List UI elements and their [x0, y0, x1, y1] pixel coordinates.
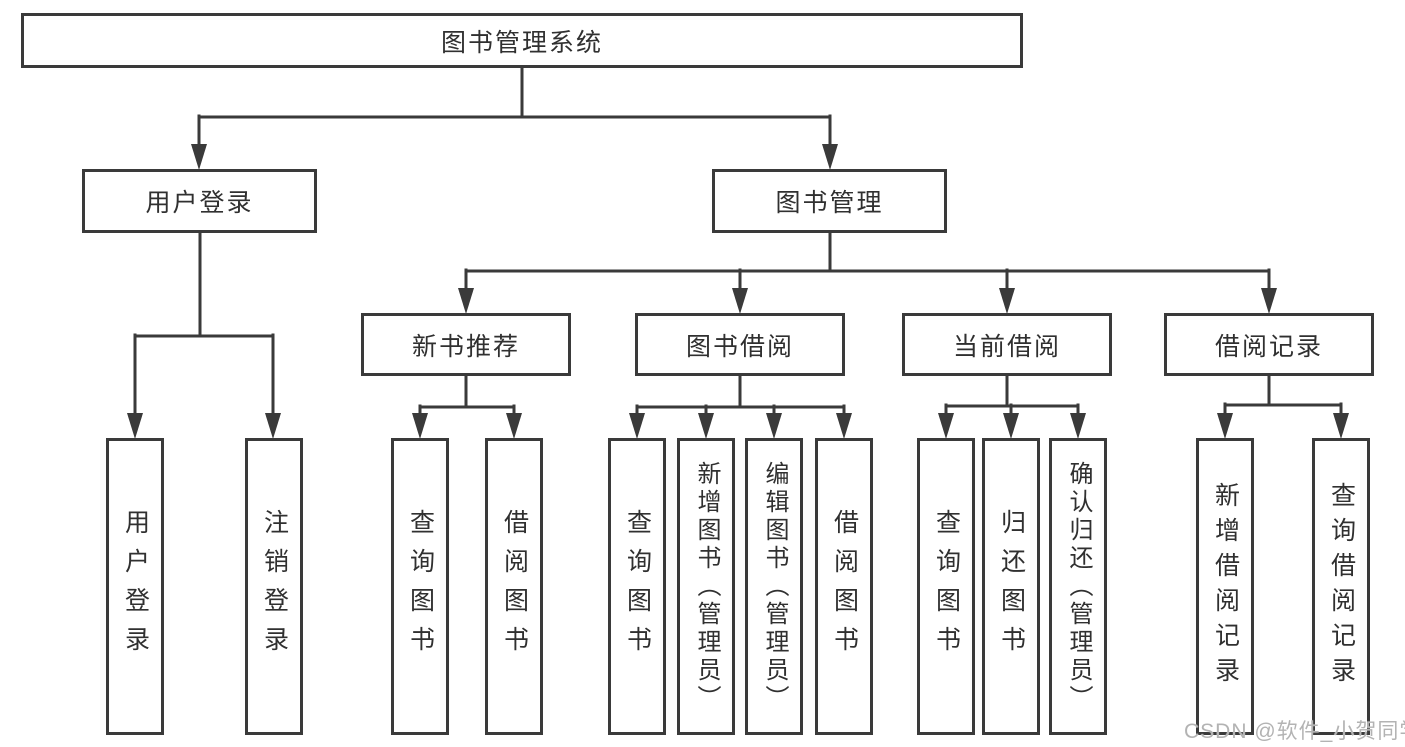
- leaf-query-books-recommend: 查询图书: [391, 438, 449, 735]
- leaf-query-borrow-record: 查询借阅记录: [1312, 438, 1370, 735]
- leaf-borrow-books-recommend: 借阅图书: [485, 438, 543, 735]
- leaf-borrow-books-borrowing: 借阅图书: [815, 438, 873, 735]
- node-current-borrowing: 当前借阅: [902, 313, 1112, 376]
- node-new-book-recommend: 新书推荐: [361, 313, 571, 376]
- leaf-logout-login: 注销登录: [245, 438, 303, 735]
- node-library-system: 图书管理系统: [21, 13, 1023, 68]
- node-book-management: 图书管理: [712, 169, 947, 233]
- csdn-watermark: CSDN @软件_小贺同学: [1184, 720, 1405, 743]
- leaf-return-books: 归还图书: [982, 438, 1040, 735]
- node-user-login: 用户登录: [82, 169, 317, 233]
- leaf-query-books-current: 查询图书: [917, 438, 975, 735]
- leaf-query-books-borrowing: 查询图书: [608, 438, 666, 735]
- leaf-user-login: 用户登录: [106, 438, 164, 735]
- leaf-confirm-return-admin: 确认归还（管理员）: [1049, 438, 1107, 735]
- node-borrowing-records: 借阅记录: [1164, 313, 1374, 376]
- leaf-add-borrow-record: 新增借阅记录: [1196, 438, 1254, 735]
- leaf-add-books-admin: 新增图书（管理员）: [677, 438, 735, 735]
- leaf-edit-books-admin: 编辑图书（管理员）: [745, 438, 803, 735]
- node-book-borrowing: 图书借阅: [635, 313, 845, 376]
